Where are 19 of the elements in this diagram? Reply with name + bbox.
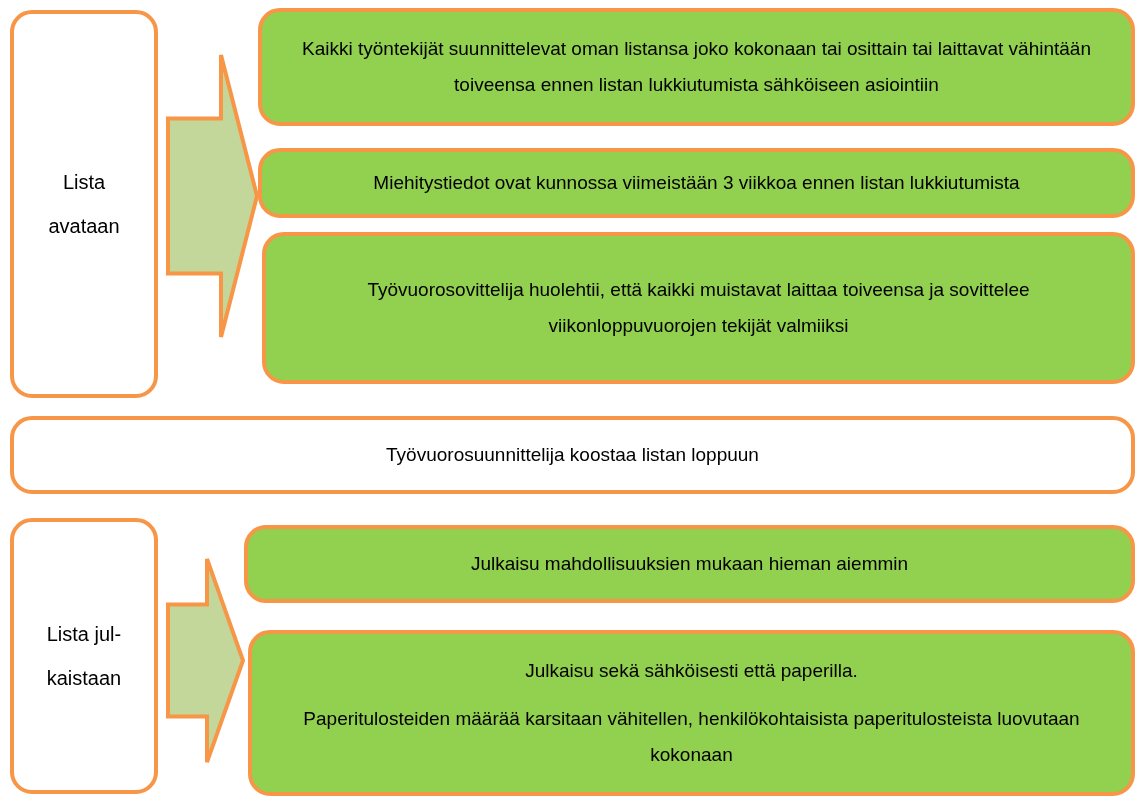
box-text: Paperitulosteiden määrää karsitaan vähitellen, henkilökohtaisista paperitulosteista luovutaan kokonaan xyxy=(302,707,1081,767)
box-text: Julkaisu mahdollisuuksien mukaan hieman aiemmin xyxy=(470,552,909,576)
process-box xyxy=(10,416,1135,494)
process-box xyxy=(10,518,158,794)
process-box xyxy=(258,8,1135,126)
box-text: Lista avataan xyxy=(47,170,121,239)
process-box xyxy=(258,148,1135,218)
process-box xyxy=(262,232,1135,384)
box-text: Työvuorosuunnittelija koostaa listan loppuun xyxy=(386,443,759,467)
box-text: Julkaisu sekä sähköisesti että paperilla. xyxy=(525,659,858,683)
process-box xyxy=(248,630,1135,796)
box-text: Miehitystiedot ovat kunnossa viimeistään 3 viikkoa ennen listan lukkiutumista xyxy=(373,171,1020,195)
process-box xyxy=(244,525,1135,603)
block-arrow xyxy=(166,53,260,339)
box-text: Lista jul- kaistaan xyxy=(45,622,123,691)
box-text: Työvuorosovittelija huolehtii, että kaikki muistavat laittaa toiveensa ja sovittelee viikonloppuvuorojen tekijät valmiiksi xyxy=(366,278,1031,338)
process-box xyxy=(10,10,158,398)
block-arrow xyxy=(166,556,246,765)
box-text: Kaikki työntekijät suunnittelevat oman listansa joko kokonaan tai osittain tai laittavat vähintään toiveensa ennen listan lukkiutumista sähköiseen asiointiin xyxy=(301,37,1092,97)
